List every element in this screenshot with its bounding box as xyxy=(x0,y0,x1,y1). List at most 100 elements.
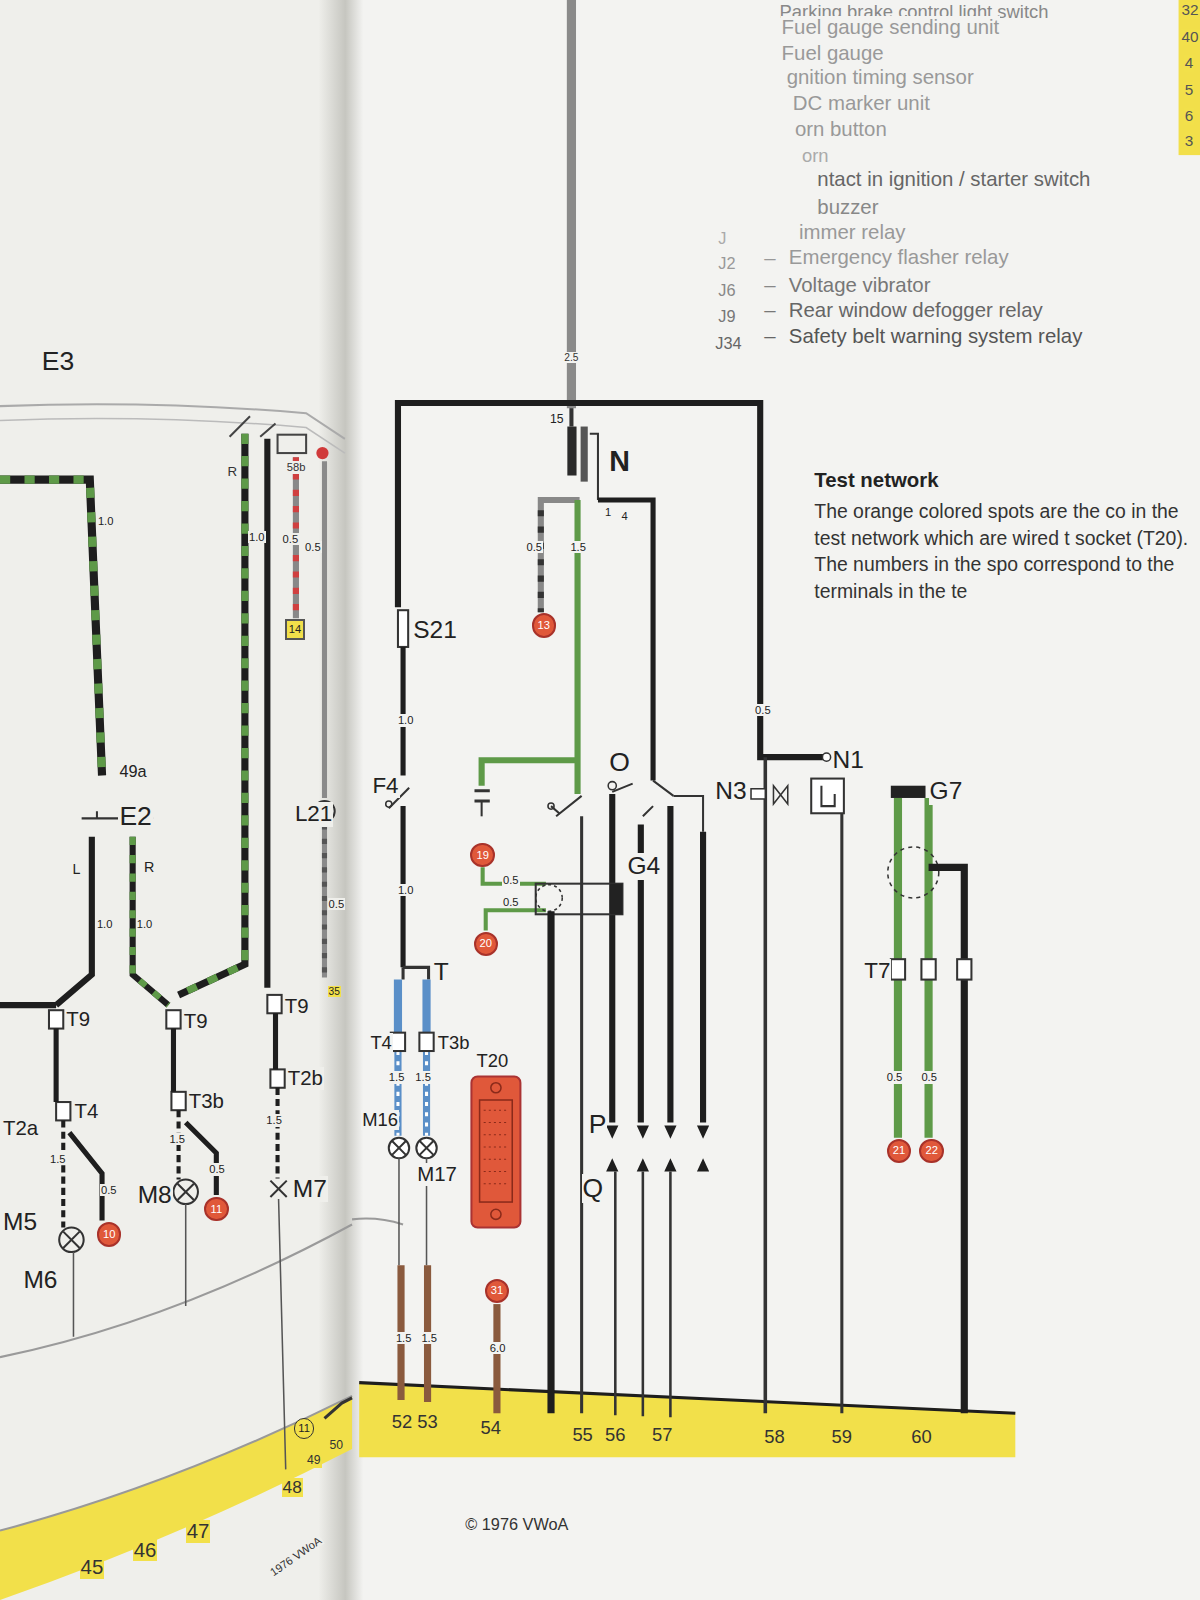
component-label: M6 xyxy=(22,1267,58,1294)
key-text: immer relay xyxy=(798,221,907,243)
band-number: 53 xyxy=(416,1412,438,1432)
band-number: 50 xyxy=(329,1439,345,1452)
wire-gauge: 1.5 xyxy=(388,1071,406,1083)
wire-gauge: 1.0 xyxy=(248,531,266,543)
callout-number: 31 xyxy=(491,1285,503,1296)
component-label: 1 xyxy=(604,506,612,518)
band-number: 49 xyxy=(306,1454,322,1467)
wire-gauge: 0.5 xyxy=(502,896,520,908)
component-label: R xyxy=(227,465,239,480)
callout-number: 10 xyxy=(103,1229,115,1240)
test-point-circle: 10 xyxy=(97,1222,122,1247)
wire-gauge: 1.5 xyxy=(265,1114,283,1126)
key-text: J xyxy=(717,230,727,248)
wire-gauge: 0.5 xyxy=(282,533,300,545)
key-text: Emergency flasher relay xyxy=(788,246,1010,268)
component-label: T4 xyxy=(74,1100,100,1122)
key-text: – xyxy=(763,274,776,296)
component-label: T9 xyxy=(183,1010,209,1032)
key-text: J6 xyxy=(717,282,736,300)
key-text: orn button xyxy=(794,118,888,140)
callout-number: 11 xyxy=(298,1423,310,1434)
component-label: T2a xyxy=(2,1117,39,1139)
band-number: 45 xyxy=(80,1556,105,1578)
key-text: – xyxy=(763,299,776,321)
wire-gauge: 0.5 xyxy=(502,874,520,886)
component-label: O xyxy=(608,748,631,777)
component-label: S21 xyxy=(412,617,458,644)
callout-number: 11 xyxy=(211,1204,223,1215)
component-label: 35 xyxy=(328,986,341,997)
note-text: The orange colored spots are the co in t… xyxy=(813,498,1193,604)
band-number: 47 xyxy=(186,1520,211,1542)
component-label: F4 xyxy=(371,774,399,799)
terminal-number: 40 xyxy=(1181,29,1200,46)
callout-number: 14 xyxy=(289,624,301,635)
wire-gauge: 1.5 xyxy=(414,1071,432,1083)
component-label: G4 xyxy=(627,853,662,880)
component-label: M8 xyxy=(137,1182,173,1209)
key-text: – xyxy=(763,325,776,347)
wire-gauge: 1.0 xyxy=(136,918,154,930)
component-label: G7 xyxy=(929,778,964,805)
wire-gauge: 0.5 xyxy=(208,1163,226,1175)
component-label: T3b xyxy=(188,1090,225,1112)
key-text: – xyxy=(763,247,776,269)
wire-gauge: 1.5 xyxy=(569,541,587,553)
key-text: Fuel gauge sending unit xyxy=(781,16,1001,38)
wire-gauge: 0.5 xyxy=(304,541,322,553)
key-text: J2 xyxy=(717,255,736,273)
terminal-number: 3 xyxy=(1184,133,1195,150)
wire-gauge: 0.5 xyxy=(886,1071,904,1083)
wire-gauge: 2.5 xyxy=(563,352,579,363)
band-number: 57 xyxy=(651,1425,673,1445)
band-number: 56 xyxy=(604,1425,626,1445)
terminal-number: 6 xyxy=(1184,108,1195,125)
note-heading: Test network xyxy=(813,469,939,491)
band-number: 58 xyxy=(763,1427,785,1447)
component-label: 58b xyxy=(286,461,307,473)
wire-gauge: 0.5 xyxy=(526,541,544,553)
callout-number: 21 xyxy=(893,1145,905,1156)
component-label: T9 xyxy=(65,1008,91,1030)
wire-gauge: 1.5 xyxy=(420,1332,438,1344)
component-label: M17 xyxy=(416,1163,458,1185)
component-label: T20 xyxy=(476,1051,510,1071)
wire-gauge: 1.5 xyxy=(395,1332,413,1344)
wire-gauge: 1.5 xyxy=(168,1133,186,1145)
callout-number: 19 xyxy=(476,850,488,861)
callout-number: 22 xyxy=(925,1145,937,1156)
band-number: 52 xyxy=(391,1412,413,1432)
component-label: E2 xyxy=(118,802,152,831)
terminal-number: 5 xyxy=(1184,82,1195,99)
component-label: L xyxy=(71,862,81,878)
test-point-circle: 13 xyxy=(532,613,557,638)
component-label: T2b xyxy=(287,1067,324,1089)
test-point-circle: 22 xyxy=(919,1139,944,1164)
terminal-number: 32 xyxy=(1181,2,1200,19)
component-label: 4 xyxy=(620,510,628,522)
band-number: 54 xyxy=(480,1418,502,1438)
component-label: R xyxy=(143,860,155,876)
key-text: ntact in ignition / starter switch xyxy=(816,168,1091,190)
test-point-circle: 20 xyxy=(474,932,499,957)
wire-gauge: 1.5 xyxy=(49,1153,67,1165)
test-point-square: 14 xyxy=(285,619,306,640)
test-point-circle: 11 xyxy=(294,1418,314,1438)
test-point-circle: 11 xyxy=(204,1197,229,1222)
component-label: E3 xyxy=(41,347,75,376)
component-label: M16 xyxy=(361,1110,399,1130)
wire-gauge: 0.5 xyxy=(100,1184,118,1196)
component-label: P xyxy=(588,1110,608,1139)
terminal-number: 4 xyxy=(1184,55,1195,72)
wire-gauge: 0.5 xyxy=(328,898,346,910)
wire-gauge: 0.5 xyxy=(754,704,772,716)
component-label: T xyxy=(433,959,450,986)
key-text: orn xyxy=(801,146,830,166)
component-label: L21 xyxy=(294,802,333,827)
callout-number: 20 xyxy=(480,938,492,949)
key-text: Voltage vibrator xyxy=(788,274,932,296)
wire-gauge: 0.5 xyxy=(920,1071,938,1083)
component-label: M5 xyxy=(2,1209,38,1236)
